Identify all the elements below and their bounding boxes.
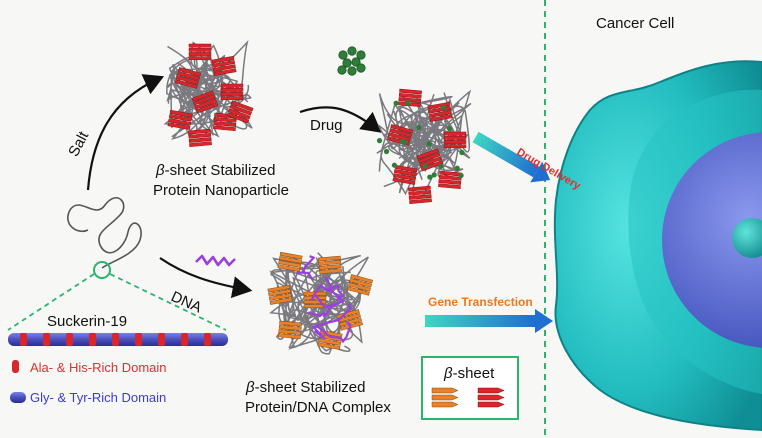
- suckerin-coil: [67, 197, 142, 269]
- gene-transfection-label: Gene Transfection: [428, 295, 533, 309]
- suckerin-rod: [8, 333, 228, 346]
- nanoparticle-title-line2: Protein Nanoparticle: [153, 182, 289, 199]
- cancer-cell-label: Cancer Cell: [596, 15, 674, 32]
- domain-legend: Ala- & His-Rich Domain Gly- & Tyr-Rich D…: [10, 360, 167, 405]
- nucleolus: [732, 218, 762, 258]
- drug-label: Drug: [310, 117, 343, 134]
- salt-arrow: [86, 74, 165, 191]
- beta-sheet-legend: β-sheet: [421, 356, 519, 420]
- salt-label: Salt: [65, 128, 93, 160]
- legend-gly-label: Gly- & Tyr-Rich Domain: [30, 390, 166, 405]
- drug-arrow: [299, 106, 382, 133]
- cancer-cell: [553, 60, 762, 432]
- orange-sheet-icon: [431, 387, 459, 408]
- dna-arrow: [159, 257, 253, 299]
- gene-transfection-arrow: [425, 309, 553, 333]
- protein-dna-complex: [267, 251, 374, 355]
- rod-red-domains: [20, 333, 211, 346]
- ala-domain-swatch: [12, 360, 19, 373]
- gly-domain-swatch: [10, 392, 26, 403]
- beta-sheet-legend-label: β-sheet: [443, 365, 495, 382]
- dna-label: DNA: [168, 288, 204, 316]
- protein-nanoparticle: [163, 39, 254, 147]
- nanoparticle-title-line1: β-sheet Stabilized: [155, 162, 275, 179]
- nucleus: [662, 132, 762, 348]
- complex-title-line2: Protein/DNA Complex: [245, 399, 391, 416]
- zoom-line-right: [109, 273, 227, 331]
- complex-title-line1: β-sheet Stabilized: [245, 379, 365, 396]
- drug-delivery-arrow: [472, 131, 551, 183]
- dna-strand-icon: [195, 254, 236, 267]
- zoom-circle: [93, 261, 111, 279]
- zoom-line-left: [7, 273, 95, 331]
- drug-loaded-nanoparticle: [376, 88, 472, 204]
- suckerin-label: Suckerin-19: [47, 313, 127, 330]
- drug-molecules-icon: [337, 46, 366, 76]
- legend-ala-label: Ala- & His-Rich Domain: [30, 360, 167, 375]
- red-sheet-icon: [477, 387, 505, 408]
